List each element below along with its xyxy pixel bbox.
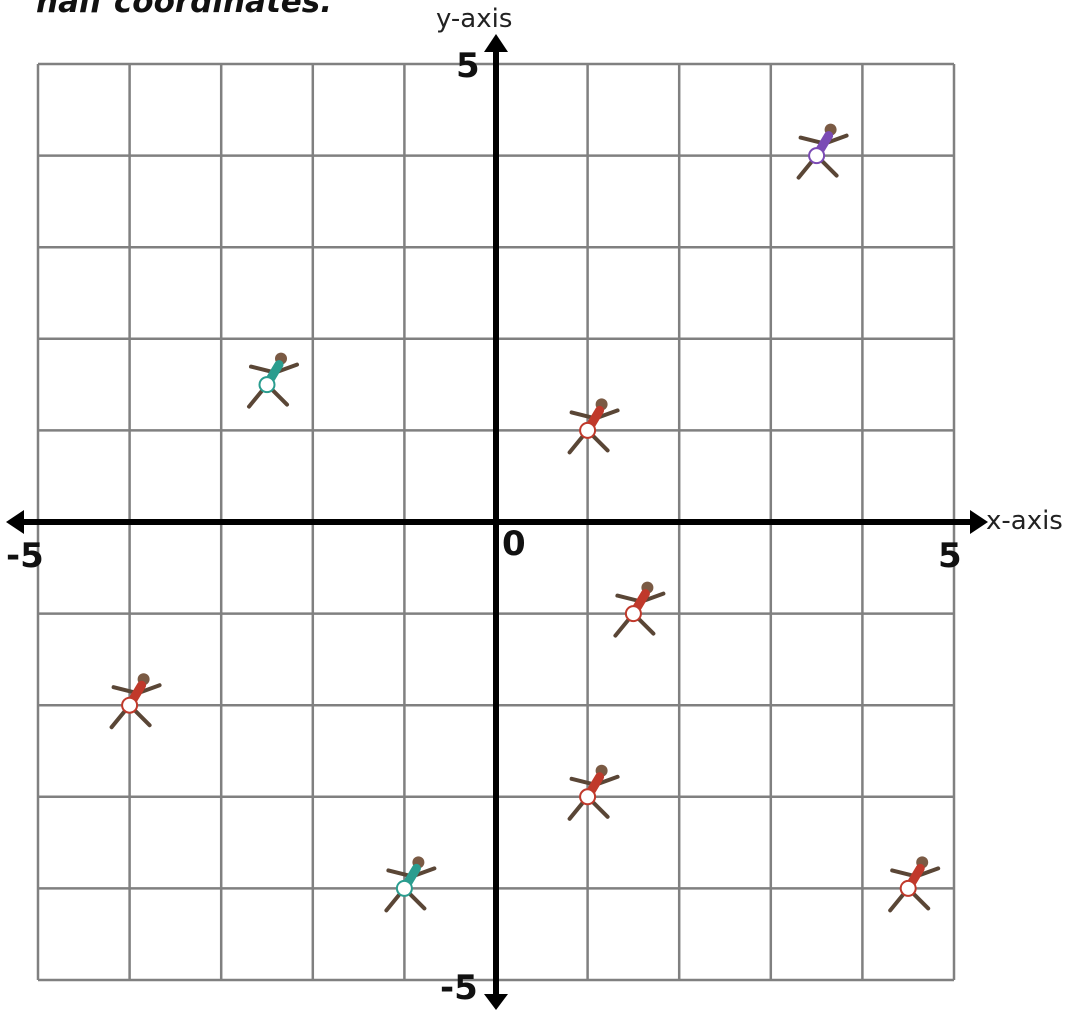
marker-hurdler-icon (570, 765, 618, 819)
point-marker (260, 377, 275, 392)
marker-horse-jumping-icon (570, 398, 618, 452)
origin-label: 0 (502, 524, 526, 564)
y-axis-arrow-up (484, 34, 508, 52)
marker-cyclist-icon (615, 582, 663, 636)
marker-swimmers-icon (112, 673, 160, 727)
marker-long-jumper-icon (386, 856, 434, 910)
axes (6, 34, 988, 1010)
y-min-label: -5 (440, 968, 478, 1008)
x-axis-arrow-left (6, 510, 24, 534)
x-axis-title: x-axis (986, 506, 1063, 536)
x-min-label: -5 (6, 536, 44, 576)
point-marker (122, 698, 137, 713)
marker-gymnast-icon (799, 124, 847, 178)
y-axis-arrow-down (484, 994, 508, 1010)
markers-layer (112, 124, 939, 911)
point-marker (580, 423, 595, 438)
point-marker (626, 606, 641, 621)
point-marker (397, 881, 412, 896)
point-marker (901, 881, 916, 896)
y-max-label: 5 (456, 46, 480, 86)
marker-sprinter-icon (249, 353, 297, 407)
marker-javelin-thrower-icon (890, 856, 938, 910)
x-max-label: 5 (938, 536, 962, 576)
point-marker (809, 148, 824, 163)
y-axis-title: y-axis (436, 4, 512, 34)
point-marker (580, 789, 595, 804)
